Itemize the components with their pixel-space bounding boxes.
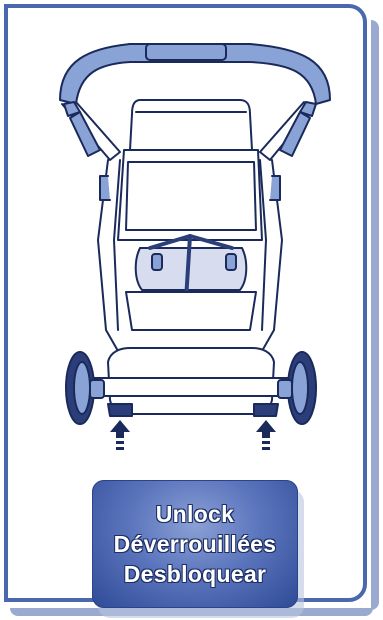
left-brake-pedal <box>108 404 132 416</box>
seat-back <box>130 100 252 150</box>
up-arrow-icon <box>256 420 276 450</box>
badge-label-es: Desbloquear <box>124 559 267 589</box>
badge-label-fr: Déverrouillées <box>114 529 277 559</box>
seat-body <box>118 150 262 240</box>
stroller-illustration <box>0 0 383 470</box>
right-brake-pedal <box>254 404 278 416</box>
badge-label-en: Unlock <box>156 499 234 529</box>
handle-grip <box>146 44 226 60</box>
unlock-badge: Unlock Déverrouillées Desbloquear <box>92 480 298 608</box>
up-arrow-icon <box>110 420 130 450</box>
footrest <box>126 292 256 330</box>
